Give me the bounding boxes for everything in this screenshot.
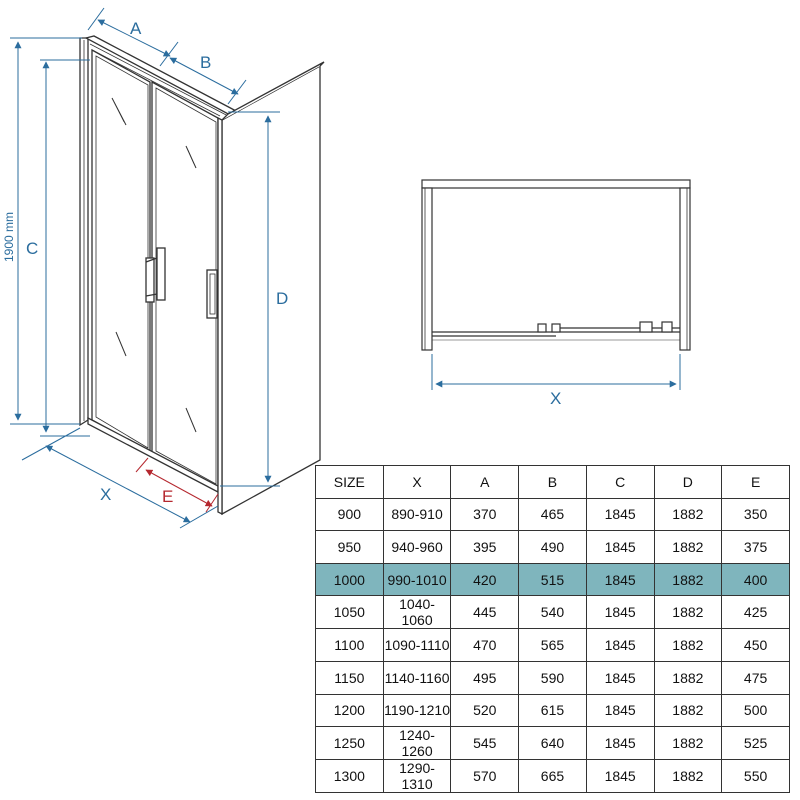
- table-cell: 495: [450, 660, 520, 695]
- table-cell: 550: [721, 759, 790, 794]
- table-cell: 1882: [653, 759, 723, 794]
- table-cell: 1090-1110: [382, 628, 452, 662]
- table-cell: 1882: [653, 628, 723, 662]
- table-cell: 900: [315, 497, 384, 532]
- table-cell: 545: [450, 726, 520, 761]
- table-cell: 1250: [315, 726, 384, 761]
- table-cell: 1882: [653, 530, 723, 564]
- table-cell: 445: [450, 595, 520, 630]
- table-cell: 1882: [653, 595, 723, 630]
- table-cell: 890-910: [382, 497, 452, 532]
- table-cell: 1240-1260: [382, 726, 452, 761]
- table-cell: 590: [518, 660, 587, 695]
- table-cell: 1845: [585, 693, 655, 728]
- table-cell: 490: [518, 530, 587, 564]
- table-cell: 615: [518, 693, 587, 728]
- table-cell: 350: [721, 497, 790, 532]
- table-cell: 570: [450, 759, 520, 794]
- table-cell: 1200: [315, 693, 384, 728]
- table-cell: 990-1010: [382, 562, 452, 597]
- table-cell: 450: [721, 628, 790, 662]
- table-header-cell: E: [721, 465, 790, 499]
- table-cell: 1845: [585, 628, 655, 662]
- dimension-e: [135, 457, 219, 513]
- table-cell: 1140-1160: [382, 660, 452, 695]
- table-header-cell: D: [653, 465, 723, 499]
- table-cell: 370: [450, 497, 520, 532]
- table-cell: 1845: [585, 497, 655, 532]
- label-x-main: X: [100, 485, 111, 504]
- table-cell: 1882: [653, 562, 723, 597]
- table-cell: 1845: [585, 759, 655, 794]
- table-cell: 1882: [653, 497, 723, 532]
- table-cell: 1300: [315, 759, 384, 794]
- table-cell: 1040-1060: [382, 595, 452, 630]
- label-b: B: [200, 53, 211, 72]
- table-cell: 1845: [585, 660, 655, 695]
- label-height: 1900 mm: [2, 212, 16, 262]
- table-header-cell: X: [382, 465, 452, 499]
- table-cell: 950: [315, 530, 384, 564]
- table-cell: 465: [518, 497, 587, 532]
- table-cell: 395: [450, 530, 520, 564]
- plan-view: [421, 179, 691, 351]
- label-d: D: [276, 289, 288, 308]
- table-cell: 425: [721, 595, 790, 630]
- table-cell: 1845: [585, 726, 655, 761]
- table-header-cell: SIZE: [315, 465, 384, 499]
- table-header-cell: C: [585, 465, 655, 499]
- table-cell: 420: [450, 562, 520, 597]
- dimension-lines: [10, 7, 280, 529]
- table-cell: 375: [721, 530, 790, 564]
- table-cell: 1000: [315, 562, 384, 597]
- table-cell: 400: [721, 562, 790, 597]
- table-cell: 640: [518, 726, 587, 761]
- plan-dimension: [431, 354, 681, 390]
- perspective-view: [79, 35, 325, 516]
- table-header-cell: B: [518, 465, 587, 499]
- label-e: E: [162, 487, 173, 506]
- table-cell: 515: [518, 562, 587, 597]
- table-cell: 1845: [585, 562, 655, 597]
- table-cell: 565: [518, 628, 587, 662]
- table-cell: 1845: [585, 530, 655, 564]
- label-c: C: [26, 239, 38, 258]
- table-cell: 475: [721, 660, 790, 695]
- label-a: A: [130, 19, 142, 38]
- table-cell: 940-960: [382, 530, 452, 564]
- table-cell: 500: [721, 693, 790, 728]
- table-cell: 1100: [315, 628, 384, 662]
- table-cell: 1882: [653, 726, 723, 761]
- table-cell: 520: [450, 693, 520, 728]
- table-cell: 1882: [653, 660, 723, 695]
- table-cell: 1845: [585, 595, 655, 630]
- table-cell: 470: [450, 628, 520, 662]
- table-cell: 1190-1210: [382, 693, 452, 728]
- table-header-cell: A: [450, 465, 520, 499]
- table-cell: 665: [518, 759, 587, 794]
- table-cell: 525: [721, 726, 790, 761]
- table-cell: 1290-1310: [382, 759, 452, 794]
- table-cell: 540: [518, 595, 587, 630]
- table-cell: 1050: [315, 595, 384, 630]
- label-x-plan: X: [550, 389, 561, 408]
- table-cell: 1882: [653, 693, 723, 728]
- table-cell: 1150: [315, 660, 384, 695]
